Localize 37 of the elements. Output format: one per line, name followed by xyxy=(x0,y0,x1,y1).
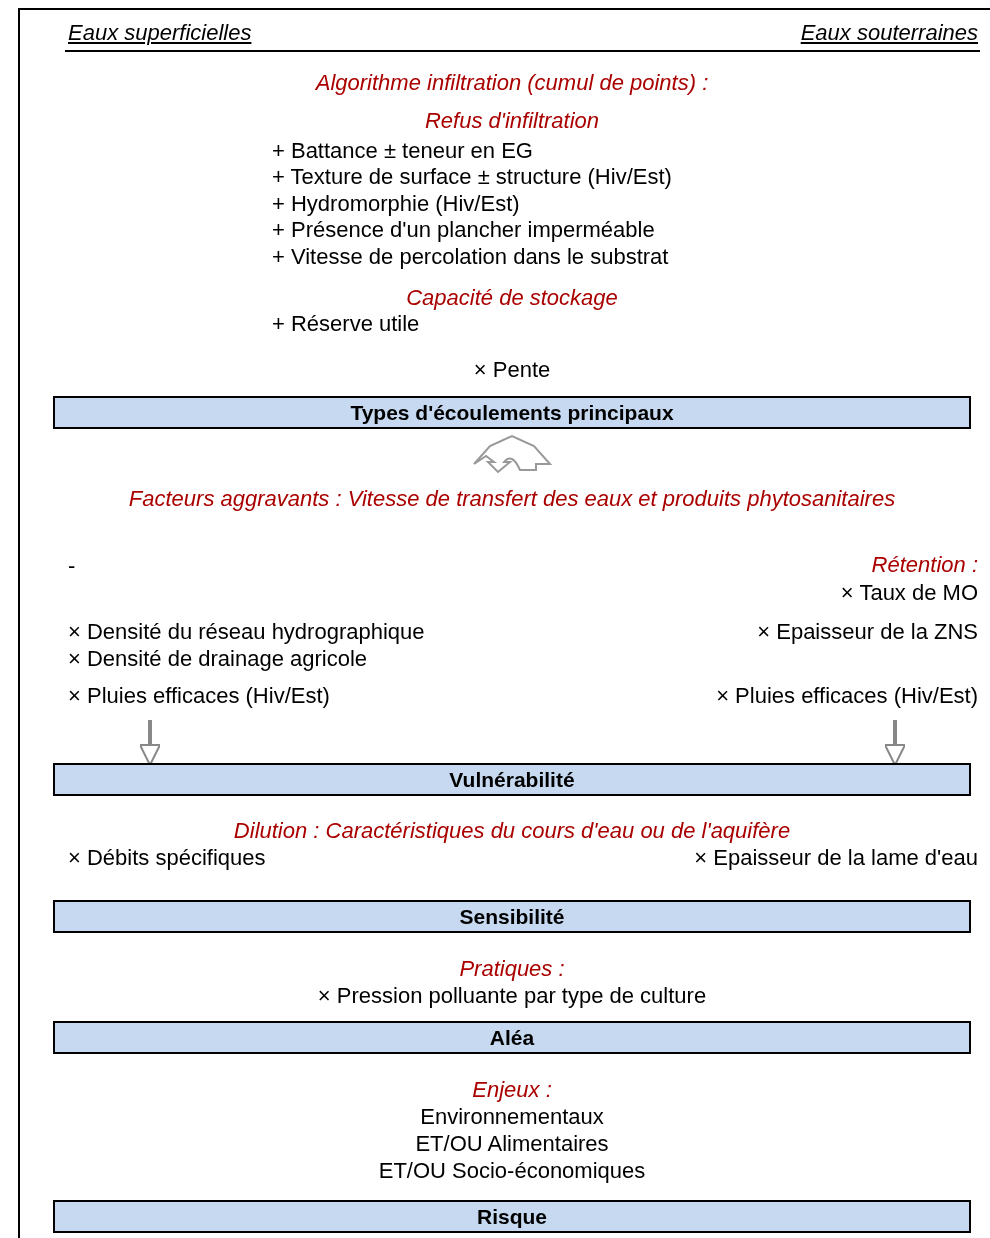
section-heading: Rétention : xyxy=(871,552,978,578)
criterion-text: + Battance ± teneur en EG xyxy=(272,138,533,164)
section-heading: Dilution : Caractéristiques du cours d'eau ou de l'aquifère xyxy=(233,818,791,844)
section-heading: Enjeux : xyxy=(472,1077,552,1103)
down-arrow xyxy=(139,720,161,766)
criterion-text: ET/OU Socio-économiques xyxy=(378,1158,646,1184)
criterion-text: × Débits spécifiques xyxy=(68,845,266,871)
section-heading: Refus d'infiltration xyxy=(424,108,600,134)
column-heading: Eaux souterraines xyxy=(800,20,978,46)
criterion-text: ET/OU Alimentaires xyxy=(415,1131,609,1157)
section-heading: Facteurs aggravants : Vitesse de transfert des eaux et produits phytosanitaires xyxy=(127,486,897,512)
column-heading: Eaux superficielles xyxy=(68,20,252,46)
stage-band: Aléa xyxy=(53,1021,971,1054)
criterion-text: + Présence d'un plancher imperméable xyxy=(272,217,655,243)
criterion-text: + Texture de surface ± structure (Hiv/Est) xyxy=(272,164,672,190)
criterion-text: + Réserve utile xyxy=(272,311,420,337)
criterion-text: + Hydromorphie (Hiv/Est) xyxy=(272,191,520,217)
criterion-text: × Pression polluante par type de culture xyxy=(317,983,707,1009)
criterion-text: Environnementaux xyxy=(420,1104,604,1130)
down-arrow xyxy=(884,720,906,766)
criterion-text: - xyxy=(68,553,76,579)
criterion-text: × Pluies efficaces (Hiv/Est) xyxy=(68,683,330,709)
criterion-text: × Densité de drainage agricole xyxy=(68,646,368,672)
stage-band: Sensibilité xyxy=(53,900,971,933)
criterion-text: × Pluies efficaces (Hiv/Est) xyxy=(716,683,978,709)
criterion-text: + Vitesse de percolation dans le substrat xyxy=(272,244,669,270)
criterion-text: × Epaisseur de la ZNS xyxy=(757,619,978,645)
stage-band: Vulnérabilité xyxy=(53,763,971,796)
section-heading: Algorithme infiltration (cumul de points) : xyxy=(315,70,709,96)
stage-band: Types d'écoulements principaux xyxy=(53,396,971,429)
section-heading: Pratiques : xyxy=(459,956,565,982)
stage-band: Risque xyxy=(53,1200,971,1233)
criterion-text: × Taux de MO xyxy=(840,580,978,606)
criterion-text: × Epaisseur de la lame d'eau xyxy=(694,845,978,871)
criterion-text: × Pente xyxy=(473,357,551,383)
criterion-text: × Densité du réseau hydrographique xyxy=(68,619,425,645)
section-heading: Capacité de stockage xyxy=(406,285,618,311)
